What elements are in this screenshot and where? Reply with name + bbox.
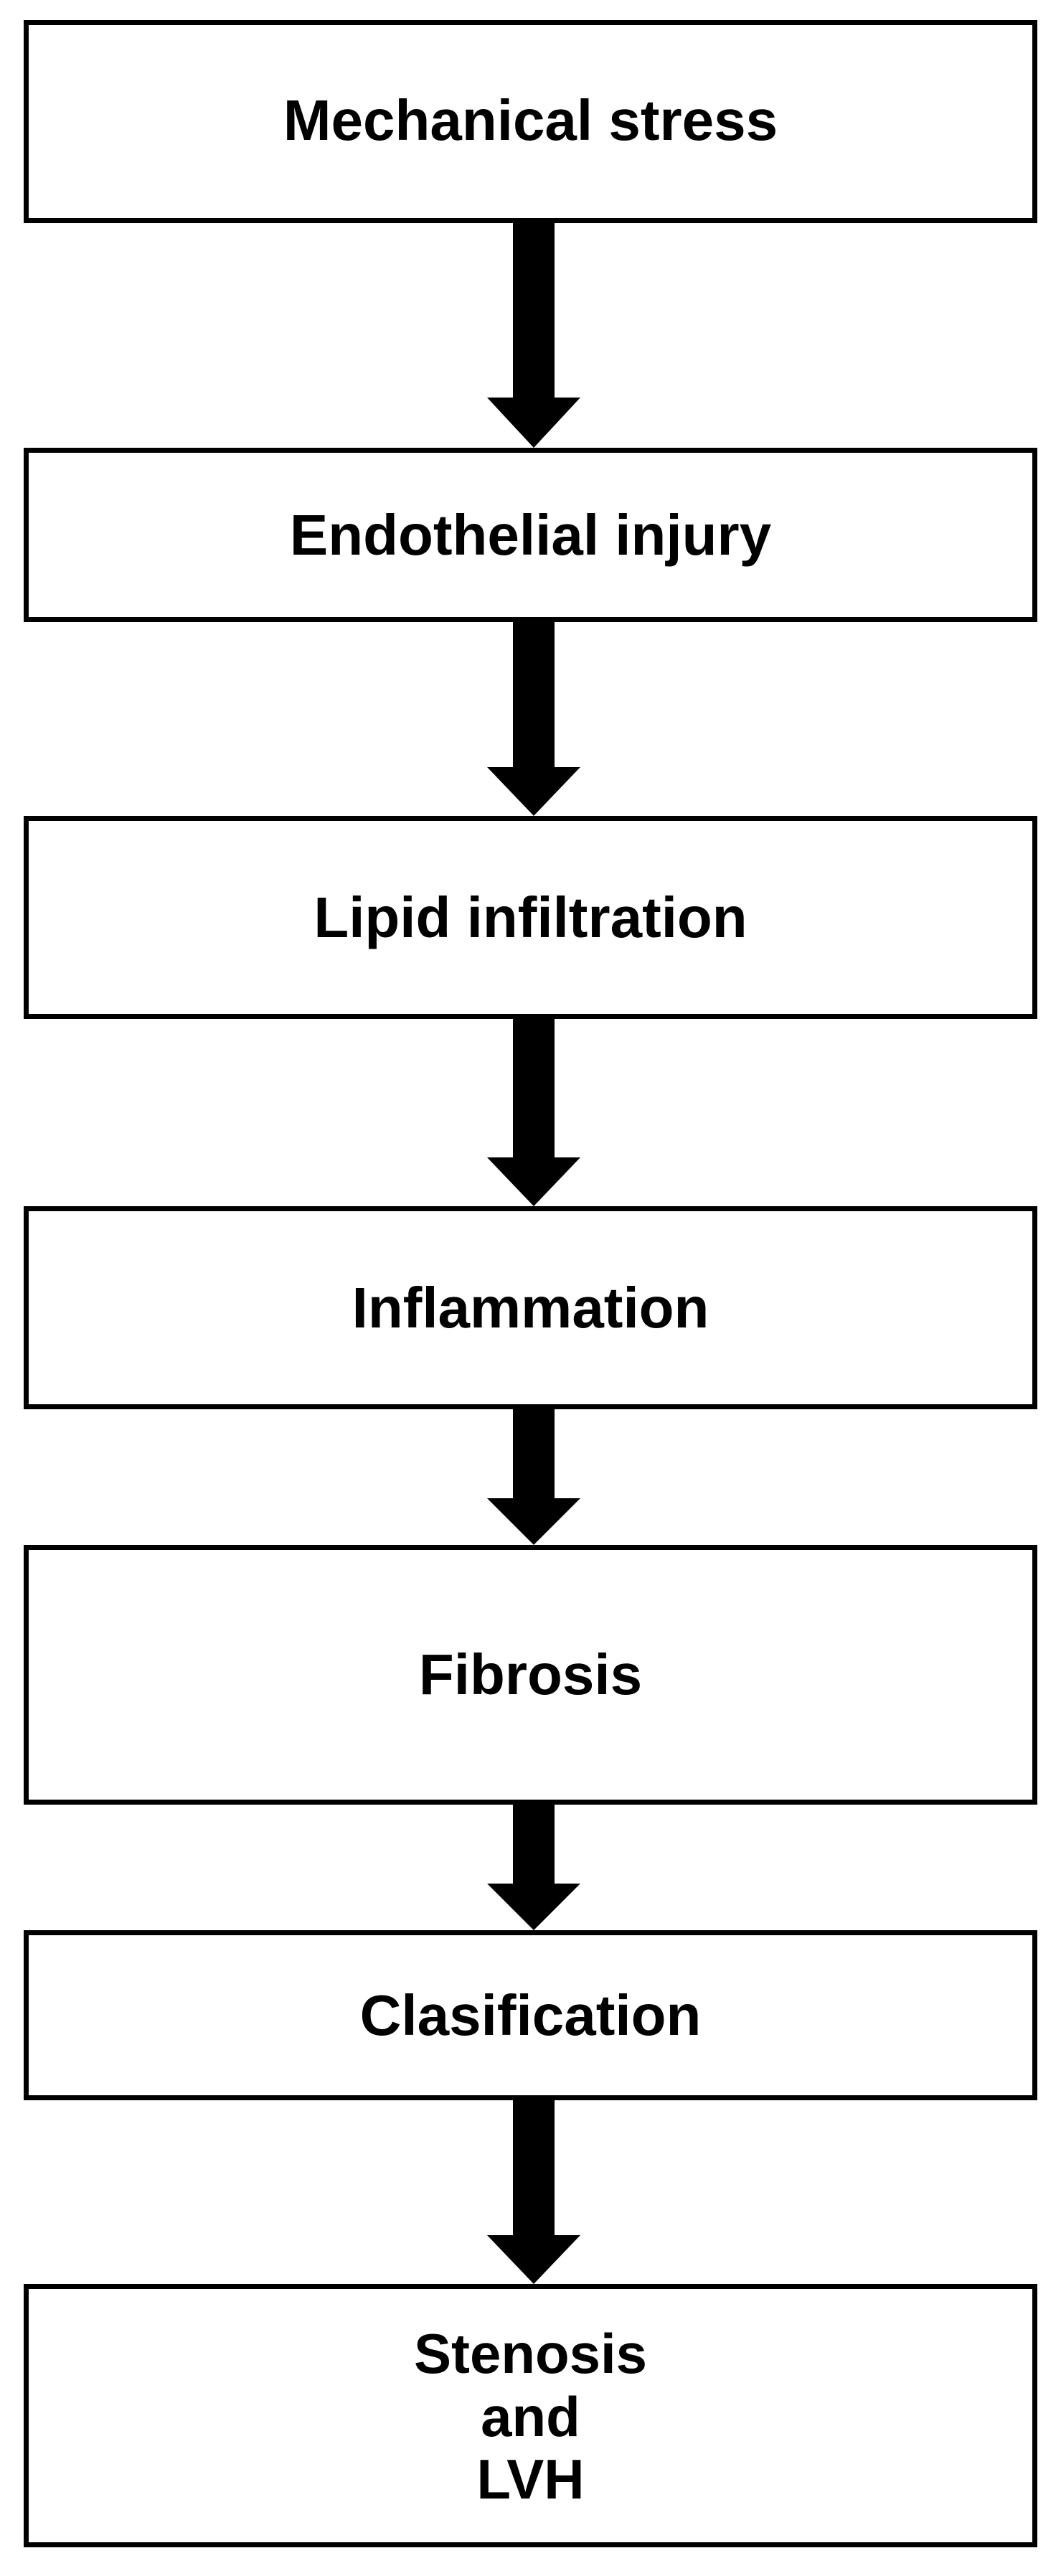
arrow-down-icon xyxy=(0,223,1061,448)
step-inflammation: Inflammation xyxy=(24,1206,1037,1409)
arrow-down-icon xyxy=(0,2100,1061,2284)
step-label: Stenosis and LVH xyxy=(413,2322,648,2511)
step-clasification: Clasification xyxy=(24,1930,1037,2100)
step-label: Inflammation xyxy=(352,1275,709,1340)
arrow-down-icon xyxy=(0,622,1061,816)
arrow-down-icon xyxy=(0,1409,1061,1545)
arrow-down-icon xyxy=(0,1805,1061,1930)
step-lipid-infiltration: Lipid infiltration xyxy=(24,816,1037,1019)
step-mechanical-stress: Mechanical stress xyxy=(24,20,1037,223)
step-endothelial-injury: Endothelial injury xyxy=(24,448,1037,622)
step-label: Endothelial injury xyxy=(289,502,772,567)
step-label: Fibrosis xyxy=(418,1642,643,1706)
step-label: Mechanical stress xyxy=(283,88,778,152)
step-label: Clasification xyxy=(359,1983,702,2047)
arrow-down-icon xyxy=(0,1019,1061,1206)
step-fibrosis: Fibrosis xyxy=(24,1545,1037,1805)
step-stenosis-and-lvh: Stenosis and LVH xyxy=(24,2284,1037,2547)
step-label: Lipid infiltration xyxy=(313,885,748,949)
